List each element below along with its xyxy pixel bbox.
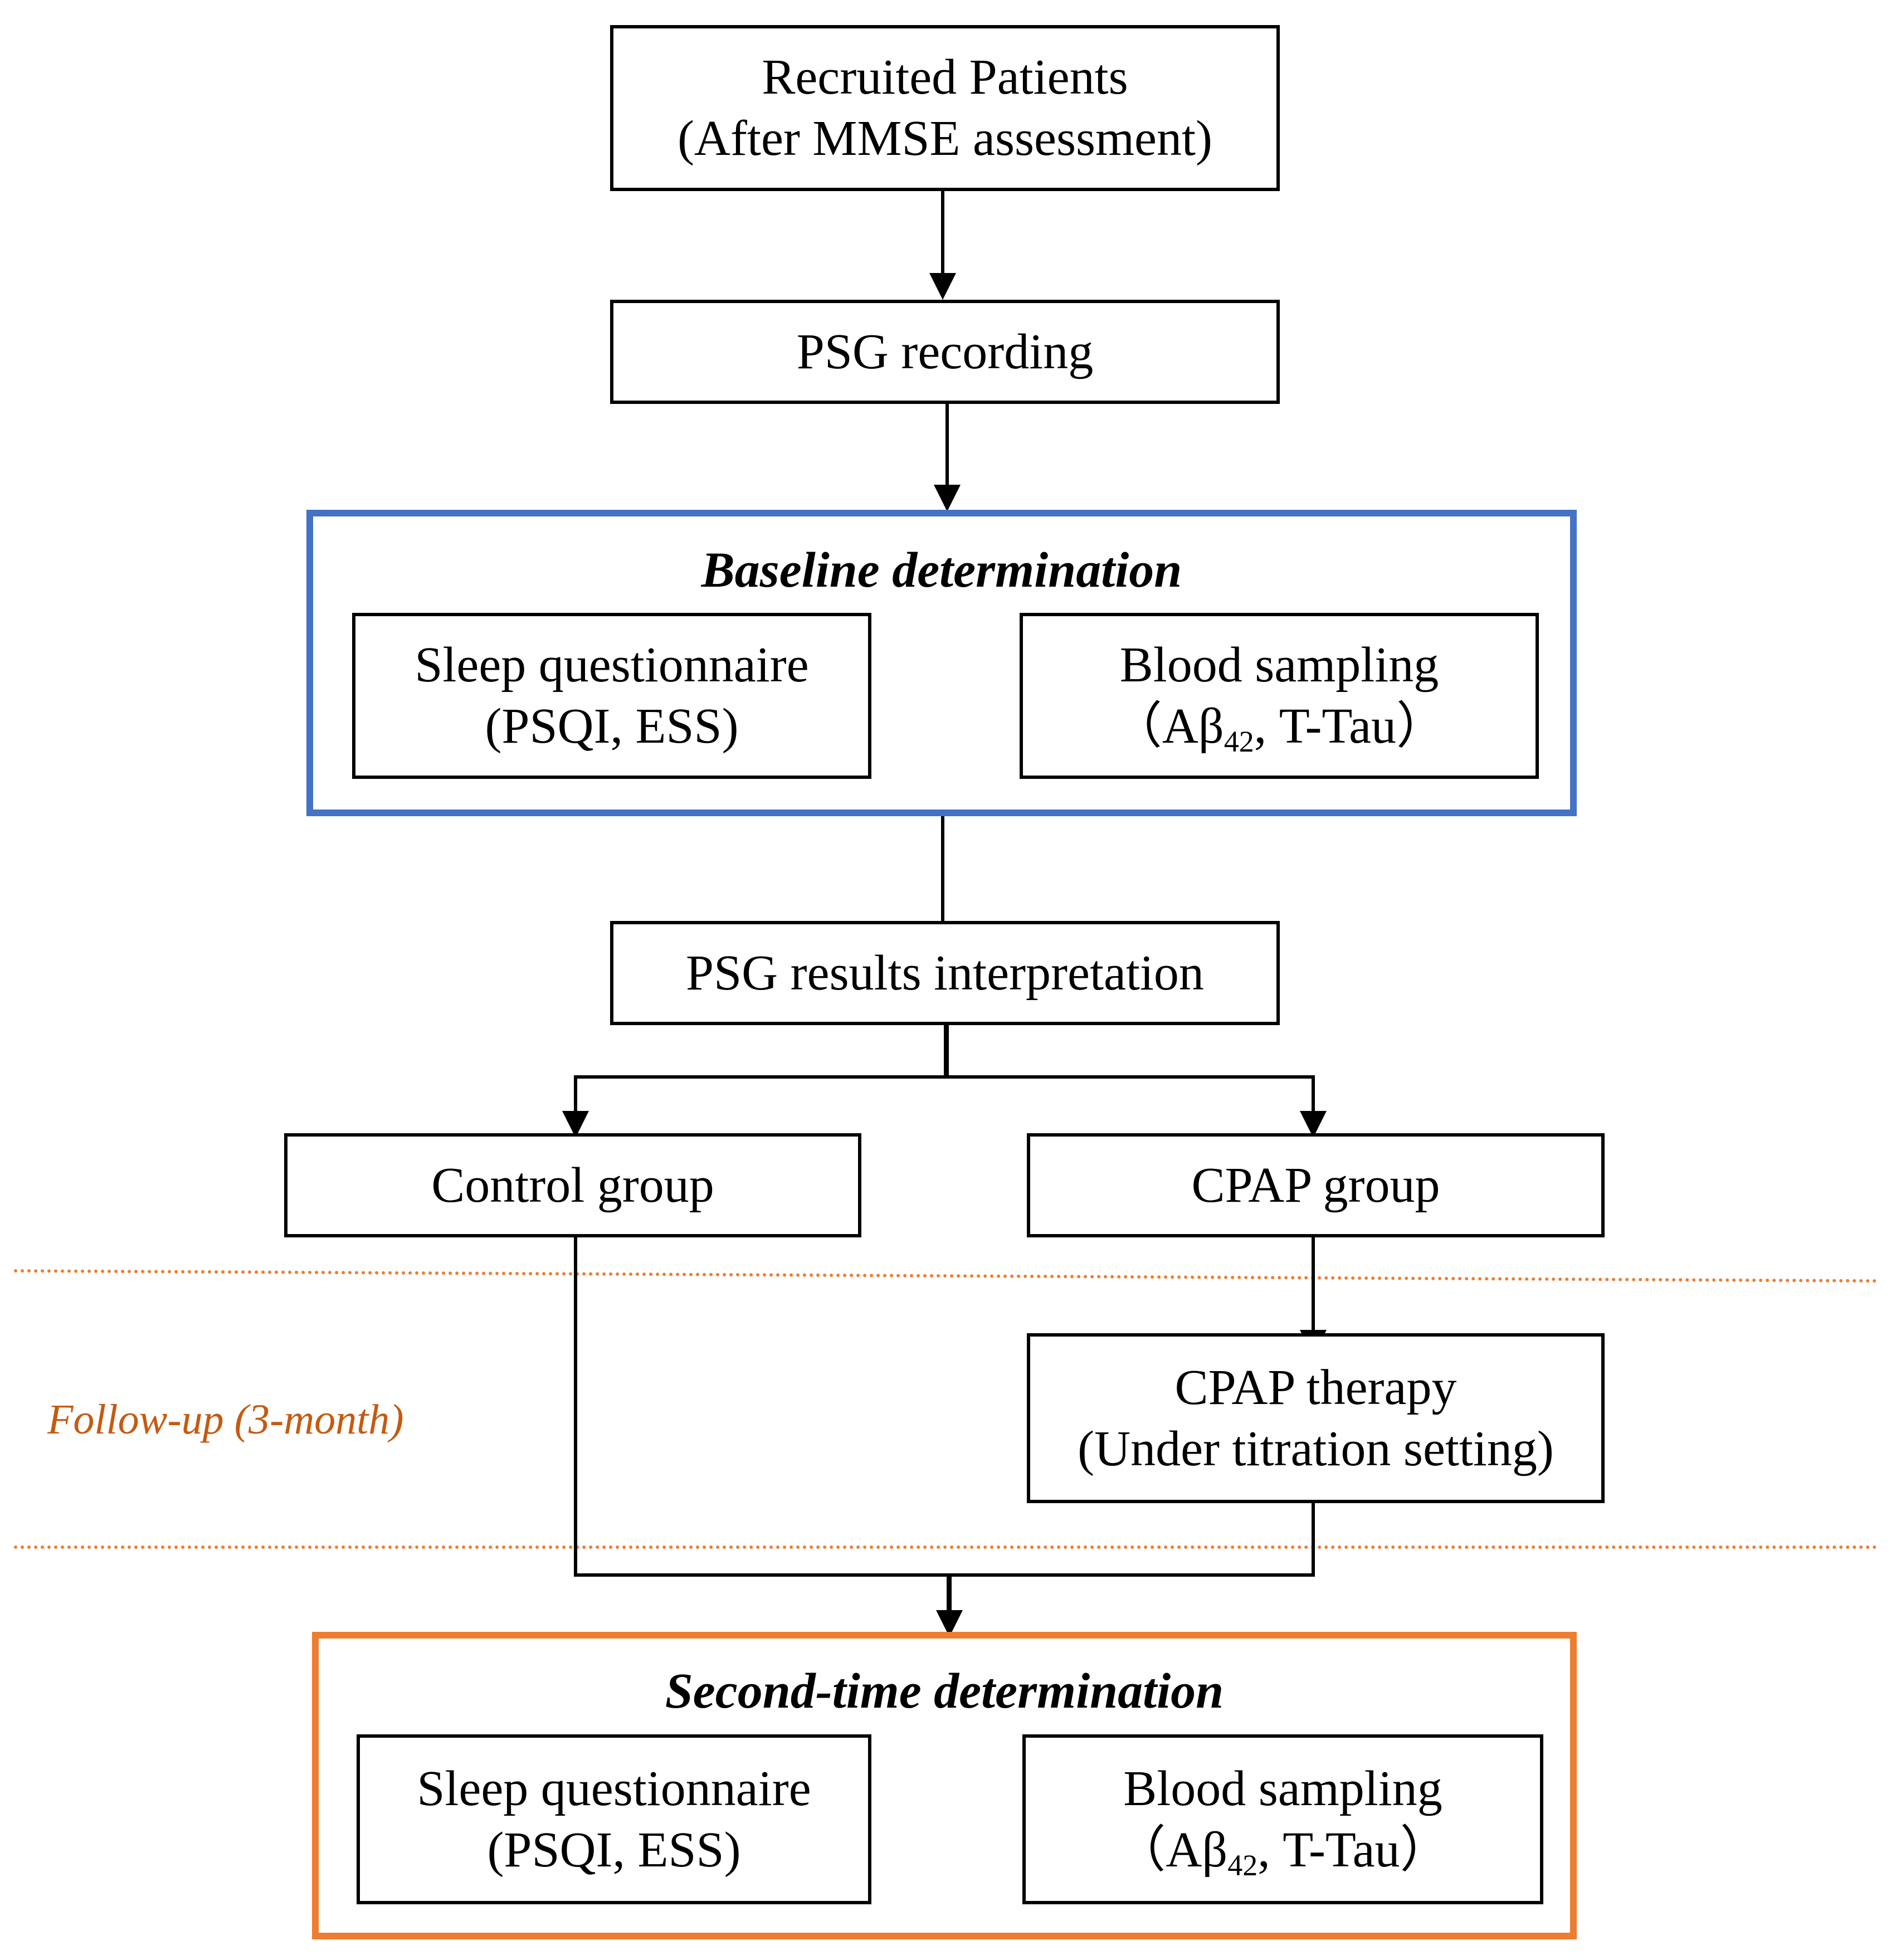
connector-merge-stem — [947, 1573, 952, 1611]
recruited-patients-title: Recruited Patients — [762, 50, 1128, 105]
blood-sampling-label: Blood sampling — [1119, 637, 1439, 693]
control-group-box: Control group — [284, 1133, 861, 1237]
connector-recruited-psg — [941, 191, 944, 273]
connector-therapy-down — [1312, 1503, 1315, 1577]
recruited-patients-note: (After MMSE assessment) — [678, 111, 1212, 166]
psg-results-label: PSG results interpretation — [686, 945, 1204, 1001]
sleep-questionnaire-scales: (PSQI, ESS) — [487, 1822, 741, 1878]
connector-baseline-results — [941, 816, 944, 922]
second-time-determination-frame: Second-time determination — [312, 1632, 1577, 1939]
baseline-sleep-questionnaire-box: Sleep questionnaire (PSQI, ESS) — [352, 613, 871, 779]
sleep-questionnaire-scales: (PSQI, ESS) — [485, 699, 739, 754]
connector-cpap-therapy — [1312, 1237, 1315, 1330]
second-time-determination-title: Second-time determination — [665, 1664, 1224, 1719]
followup-period-label: Follow-up (3-month) — [47, 1396, 404, 1443]
cpap-group-box: CPAP group — [1027, 1133, 1605, 1237]
cpap-therapy-note: (Under titration setting) — [1078, 1421, 1554, 1476]
blood-sampling-label: Blood sampling — [1123, 1761, 1442, 1816]
blood-sampling-markers: （Aβ42, T-Tau） — [1112, 699, 1447, 759]
connector-split-left — [574, 1075, 577, 1112]
connector-split-horizontal — [574, 1075, 1315, 1079]
followup-start-separator — [13, 1269, 1878, 1283]
arrowhead-psg-recording — [929, 273, 956, 300]
sleep-questionnaire-label: Sleep questionnaire — [415, 637, 809, 693]
baseline-blood-sampling-box: Blood sampling （Aβ42, T-Tau） — [1020, 613, 1539, 779]
psg-recording-label: PSG recording — [796, 324, 1094, 379]
cpap-therapy-box: CPAP therapy (Under titration setting) — [1027, 1333, 1605, 1503]
cpap-group-label: CPAP group — [1191, 1157, 1440, 1213]
psg-results-interpretation-box: PSG results interpretation — [610, 921, 1280, 1025]
connector-split-right — [1312, 1075, 1315, 1112]
control-group-label: Control group — [431, 1157, 714, 1213]
second-sleep-questionnaire-box: Sleep questionnaire (PSQI, ESS) — [357, 1734, 871, 1904]
baseline-determination-frame: Baseline determination — [306, 510, 1577, 816]
psg-recording-box: PSG recording — [610, 300, 1280, 404]
connector-psg-baseline — [945, 404, 949, 485]
sleep-questionnaire-label: Sleep questionnaire — [417, 1761, 811, 1816]
followup-end-separator — [14, 1545, 1878, 1549]
connector-control-down — [574, 1237, 577, 1577]
arrowhead-baseline — [934, 485, 961, 511]
recruited-patients-box: Recruited Patients (After MMSE assessmen… — [610, 25, 1280, 191]
cpap-therapy-label: CPAP therapy — [1174, 1359, 1457, 1415]
connector-results-split-stem — [944, 1025, 949, 1079]
baseline-determination-title: Baseline determination — [701, 543, 1182, 598]
connector-merge-horizontal — [574, 1573, 1315, 1577]
blood-sampling-markers: （Aβ42, T-Tau） — [1115, 1822, 1450, 1882]
second-blood-sampling-box: Blood sampling （Aβ42, T-Tau） — [1022, 1734, 1543, 1904]
